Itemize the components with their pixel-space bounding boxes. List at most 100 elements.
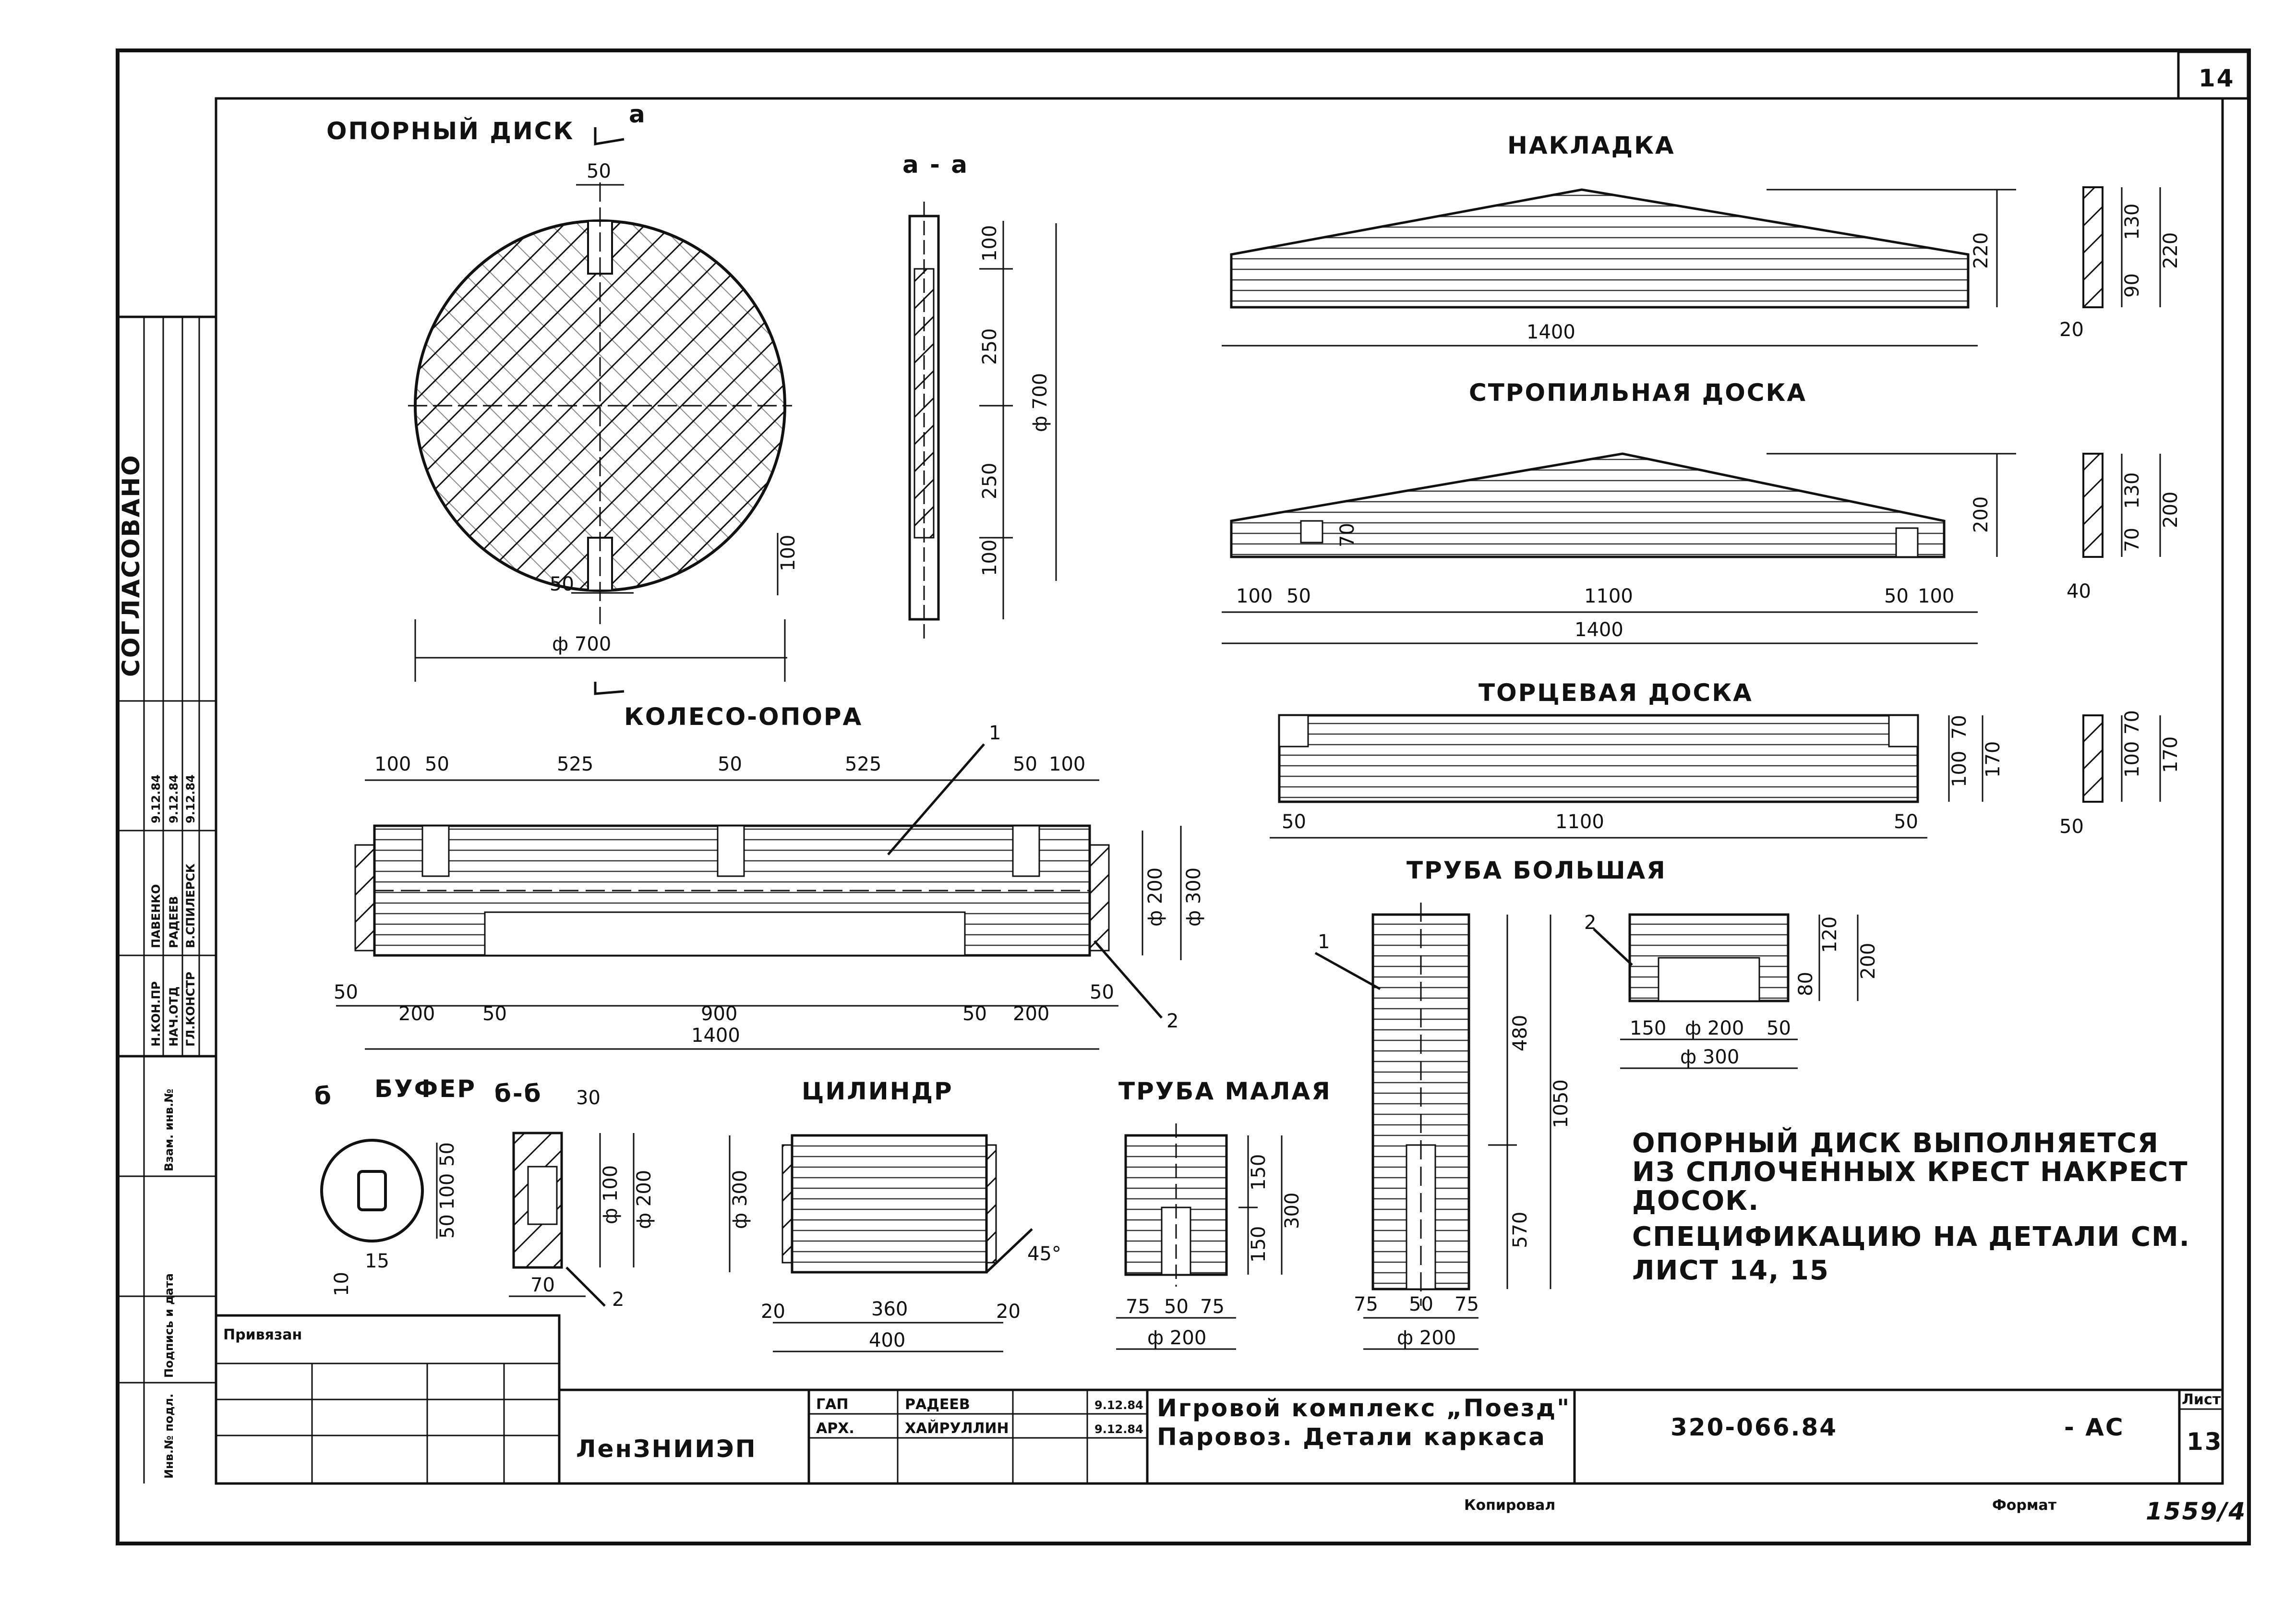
side-date-1: 9.12.84 xyxy=(149,774,163,823)
title-block: Привязан ЛенЗНИИЭП ГАП РАДЕЕВ 9.12.84 АР… xyxy=(215,1314,2223,1485)
staff-role-2: АРХ. xyxy=(816,1420,854,1437)
cylinder-dim-2: 360 xyxy=(871,1298,908,1320)
rafter-dim-3: 1100 xyxy=(1584,585,1633,607)
big-pipe-leader-1: 1 xyxy=(1318,931,1330,953)
aa-diameter: ф 700 xyxy=(1029,373,1051,432)
side-name-2: РАДЕЕВ xyxy=(167,896,180,948)
wheel-bot-4: 900 xyxy=(701,1003,737,1025)
overlay-title: НАКЛАДКА xyxy=(1507,132,1675,159)
small-pipe-h-2: 150 xyxy=(1248,1226,1270,1263)
cap-dim-4: ф 300 xyxy=(1680,1046,1739,1068)
buffer-section: б-б xyxy=(494,1080,542,1108)
disk-diameter: ф 700 xyxy=(552,633,611,655)
org-name: ЛенЗНИИЭП xyxy=(576,1435,757,1463)
wheel-bot-3: 50 xyxy=(482,1003,507,1025)
cylinder-angle: 45° xyxy=(1027,1243,1061,1265)
rafter-board-view: СТРОПИЛЬНАЯ ДОСКА 70 200 100 50 1100 50 … xyxy=(1222,379,2182,644)
staff-role-1: ГАП xyxy=(816,1396,848,1413)
small-pipe-h-3: 300 xyxy=(1281,1193,1303,1229)
wheel-bot-5: 50 xyxy=(962,1003,987,1025)
buffer-dim-50a: 50 xyxy=(436,1142,458,1167)
col-inv-no: Инв.№ подл. xyxy=(162,1394,176,1479)
staff-name-2: ХАЙРУЛЛИН xyxy=(905,1420,1009,1437)
wheel-bot-1: 50 xyxy=(334,981,358,1003)
aa-dim-1: 100 xyxy=(979,225,1001,262)
side-role-1: Н.КОН.ПР xyxy=(149,981,163,1047)
cylinder-dim-1: 20 xyxy=(761,1301,785,1323)
col-replace-inv: Взам. инв.№ xyxy=(162,1089,176,1171)
side-name-3: В.СПИЛЕРСК xyxy=(184,863,197,948)
small-pipe-view: ТРУБА МАЛАЯ 150 150 300 75 50 75 ф 200 xyxy=(1116,1077,1332,1350)
wheel-top-6: 50 xyxy=(1013,753,1037,775)
end-side-1: 100 xyxy=(2121,741,2143,778)
small-pipe-h-1: 150 xyxy=(1248,1154,1270,1191)
rafter-side-1: 130 xyxy=(2121,472,2143,509)
support-disk-view: ОПОРНЫЙ ДИСК а 50 50 100 ф 700 xyxy=(326,100,799,695)
overlay-view: НАКЛАДКА 220 1400 130 90 220 20 xyxy=(1222,132,2182,347)
cap-h-1: 120 xyxy=(1819,917,1841,953)
buffer-dim-70: 70 xyxy=(530,1274,555,1296)
sheet-number: 13 xyxy=(2187,1428,2223,1456)
rafter-notch: 70 xyxy=(1336,523,1358,547)
buffer-dim-30: 30 xyxy=(576,1087,601,1109)
format-value: 1559/4 xyxy=(2146,1497,2247,1525)
cap-dim-1: 150 xyxy=(1630,1017,1666,1039)
big-pipe-bot-2: 50 xyxy=(1409,1293,1433,1315)
end-dim-2: 1100 xyxy=(1555,811,1604,833)
project-line-1: Игровой комплекс „Поезд" xyxy=(1157,1394,1571,1422)
wheel-diam-outer: ф 300 xyxy=(1183,868,1205,927)
wheel-support-view: КОЛЕСО-ОПОРА 1 2 100 50 525 50 525 50 10… xyxy=(334,703,1205,1050)
buffer-view: б БУФЕР б-б 50 100 50 15 10 30 ф 100 ф 2… xyxy=(314,1075,655,1311)
cap-dim-3: 50 xyxy=(1767,1017,1791,1039)
format-label: Формат xyxy=(1992,1497,2057,1514)
buffer-dim-d200: ф 200 xyxy=(633,1170,655,1229)
overlay-side-2: 90 xyxy=(2121,273,2143,298)
aa-dim-4: 100 xyxy=(979,540,1001,576)
agreed-label: СОГЛАСОВАНО xyxy=(117,454,145,677)
note-line-2: ИЗ СПЛОЧЕННЫХ КРЕСТ НАКРЕСТ xyxy=(1632,1157,2188,1188)
cylinder-diameter: ф 300 xyxy=(729,1170,751,1229)
col-signature: Подпись и дата xyxy=(162,1273,176,1378)
note-line-4: СПЕЦИФИКАЦИЮ НА ДЕТАЛИ СМ. xyxy=(1632,1221,2190,1253)
wheel-top-5: 525 xyxy=(845,753,881,775)
sheet-label: Лист xyxy=(2182,1391,2221,1408)
small-pipe-title: ТРУБА МАЛАЯ xyxy=(1118,1077,1332,1105)
rafter-board-title: СТРОПИЛЬНАЯ ДОСКА xyxy=(1469,379,1807,407)
big-pipe-title: ТРУБА БОЛЬШАЯ xyxy=(1406,856,1667,884)
rafter-height: 200 xyxy=(1970,496,1992,533)
wheel-bot-7: 50 xyxy=(1090,981,1114,1003)
overlay-height: 220 xyxy=(1970,232,1992,269)
cap-h-3: 200 xyxy=(1857,943,1879,979)
side-role-2: НАЧ.ОТД xyxy=(167,987,180,1047)
disk-slot-depth: 100 xyxy=(777,535,799,571)
big-pipe-bot-3: 75 xyxy=(1455,1293,1479,1315)
big-pipe-leader-2: 2 xyxy=(1584,912,1596,934)
wheel-diam-inner: ф 200 xyxy=(1144,868,1166,927)
staff-name-1: РАДЕЕВ xyxy=(905,1396,970,1413)
wheel-top-3: 525 xyxy=(557,753,593,775)
big-pipe-dim-2: 1050 xyxy=(1550,1079,1572,1128)
staff-date-1: 9.12.84 xyxy=(1094,1399,1143,1412)
end-h-1: 70 xyxy=(1948,715,1971,739)
end-board-view: ТОРЦЕВАЯ ДОСКА 70 100 170 50 1100 50 100… xyxy=(1270,679,2182,839)
staff-date-2: 9.12.84 xyxy=(1094,1423,1143,1436)
end-h-2: 100 xyxy=(1948,751,1971,787)
aa-dim-2: 250 xyxy=(979,328,1001,365)
side-role-3: ГЛ.КОНСТР xyxy=(184,972,197,1047)
overlay-length: 1400 xyxy=(1527,321,1575,343)
big-pipe-dim-3: 570 xyxy=(1509,1212,1531,1248)
overlay-side-4: 20 xyxy=(2059,319,2084,341)
note-line-5: ЛИСТ 14, 15 xyxy=(1632,1255,1829,1286)
side-approval-stamp: СОГЛАСОВАНО Н.КОН.ПР ПАВЕНКО 9.12.84 НАЧ… xyxy=(117,315,216,1483)
project-line-2: Паровоз. Детали каркаса xyxy=(1157,1423,1546,1451)
drawing-stage: - АС xyxy=(2064,1413,2125,1441)
small-pipe-bot-3: 75 xyxy=(1200,1296,1225,1318)
wheel-bot-6: 200 xyxy=(1013,1003,1049,1025)
small-pipe-bot-2: 50 xyxy=(1164,1296,1189,1318)
end-board-title: ТОРЦЕВАЯ ДОСКА xyxy=(1479,679,1753,707)
rafter-dim-1: 100 xyxy=(1236,585,1273,607)
wheel-top-4: 50 xyxy=(718,753,742,775)
rafter-side-3: 200 xyxy=(2160,492,2182,528)
wheel-leader-top: 1 xyxy=(989,722,1001,744)
